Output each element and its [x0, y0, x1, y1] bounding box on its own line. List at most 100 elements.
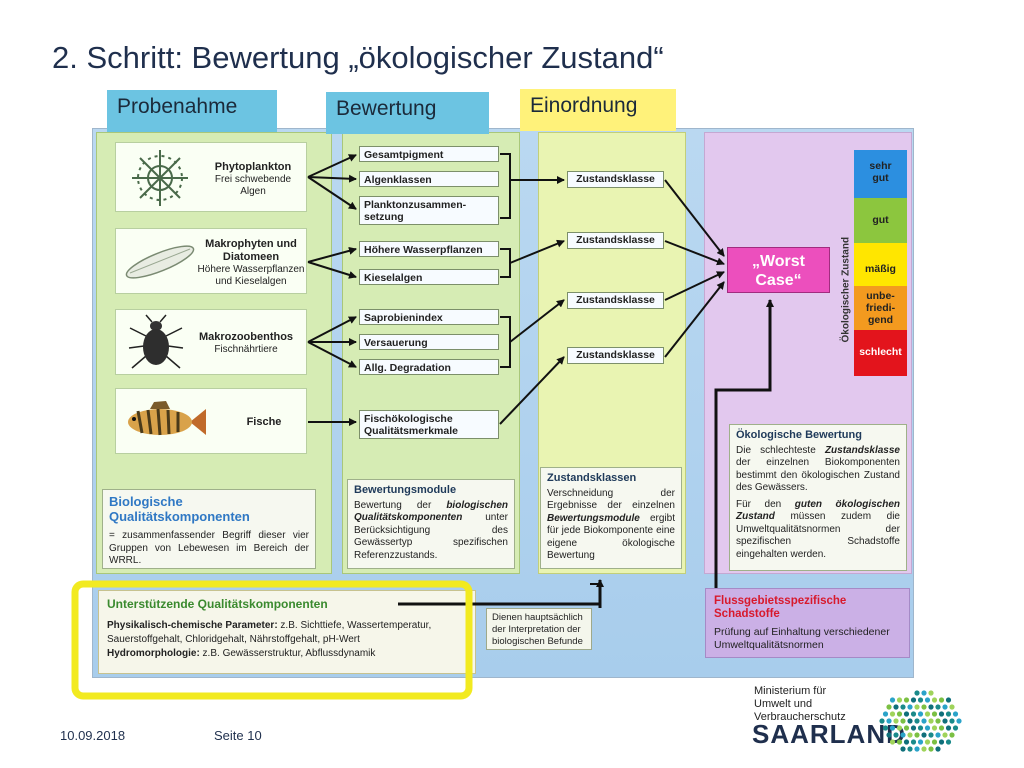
interpretation-text: biologischen Befunde — [492, 636, 583, 647]
worst-case-label: „Worst — [751, 253, 806, 270]
organism-desc: Frei schwebende — [214, 174, 292, 185]
saarland-logo-icon — [879, 690, 962, 752]
ministry-line: Ministerium für — [754, 685, 827, 697]
class-info-heading: Zustandsklassen — [547, 472, 637, 484]
scale-level-unbefriedigend: unbe- friedi- gend — [854, 286, 907, 330]
organism-desc: Algen — [240, 186, 266, 197]
support-param-label: Hydromorphologie: — [107, 648, 200, 659]
footer-page: Seite 10 — [214, 728, 262, 743]
scale-level-text: friedi- — [865, 302, 896, 314]
class-info-text: ergibt für jede Biokomponente eine eigen… — [547, 512, 675, 562]
worst-case-label: Case“ — [755, 272, 802, 289]
module-allg-degradation: Allg. Degradation — [359, 359, 499, 375]
bio-components-text: = zusammenfassender Begriff dieser vier … — [109, 530, 309, 566]
module-info-emphasis: biologischen Qualitätskomponenten — [354, 499, 508, 524]
organism-label: Makrozoobenthos Fischnährtiere — [188, 331, 304, 356]
scale-level-gut: gut — [854, 198, 907, 243]
footer-date: 10.09.2018 — [60, 728, 126, 743]
module-algenklassen: Algenklassen — [359, 171, 499, 187]
class-info-box: Zustandsklassen Verschneidung der Ergebn… — [540, 467, 682, 569]
eco-assessment-emphasis: guten ökologischen Zustand — [736, 498, 900, 523]
eco-assessment-text: Die schlechteste — [736, 444, 825, 456]
bracket — [500, 248, 511, 278]
interpretation-box: Dienen hauptsächlich der Interpretation … — [486, 608, 592, 650]
eco-assessment-box: Ökologische Bewertung Die schlechteste Z… — [729, 424, 907, 571]
organism-label: Phytoplankton Frei schwebende Algen — [200, 161, 306, 198]
fish-icon — [128, 401, 206, 436]
river-pollutants-heading: Flussgebietsspezifische Schadstoffe — [714, 595, 901, 621]
organism-name: Diatomeen — [222, 251, 280, 263]
eco-assessment-text: Für den — [736, 498, 795, 510]
scale-level-text: gend — [867, 314, 894, 326]
highlight-frame — [71, 580, 473, 700]
bio-components-box: Biologische Qualitätskomponenten = zusam… — [102, 489, 316, 569]
organism-name: Makrozoobenthos — [198, 331, 294, 343]
organism-fische: Fische — [115, 388, 307, 454]
scale-level-text: sehr — [869, 160, 892, 172]
river-pollutants-heading-line: Schadstoffe — [714, 608, 780, 620]
arrow — [307, 316, 357, 343]
bio-components-heading-line: Qualitätskomponenten — [109, 509, 250, 524]
ministry-name: Ministerium für Umwelt und Verbrauchersc… — [754, 685, 846, 724]
module-label: Planktonzusammen- — [364, 199, 467, 211]
organism-name: Phytoplankton — [214, 161, 292, 173]
header-einordnung: Einordnung — [520, 89, 676, 131]
support-param-text: z.B. Gewässerstruktur, Abflussdynamik — [199, 648, 376, 659]
module-info-box: Bewertungsmodule Bewertung der biologisc… — [347, 479, 515, 569]
module-info-text: Bewertung der — [354, 499, 447, 511]
river-pollutants-box: Flussgebietsspezifische Schadstoffe Prüf… — [705, 588, 910, 658]
module-gesamtpigment: Gesamtpigment — [359, 146, 499, 162]
module-saprobienindex: Saprobienindex — [359, 309, 499, 325]
scale-level-text: gut — [872, 172, 889, 184]
scale-level-sehr-gut: sehr gut — [854, 150, 907, 198]
organism-name: Fische — [246, 416, 282, 428]
scale-level-text: unbe- — [866, 290, 895, 302]
scale-level-maessig: mäßig — [854, 243, 907, 286]
support-param-label: Physikalisch-chemische Parameter: — [107, 620, 278, 631]
zustandsklasse-box: Zustandsklasse — [567, 292, 664, 309]
arrow — [307, 176, 357, 210]
arrow — [307, 261, 357, 279]
arrow — [307, 154, 357, 178]
eco-assessment-text: der einzelnen Biokomponenten bestimmt de… — [736, 457, 900, 493]
header-probenahme: Probenahme — [107, 90, 277, 132]
scale-level-schlecht: schlecht — [854, 330, 907, 376]
arrow — [307, 341, 357, 368]
beetle-icon — [128, 314, 184, 369]
phytoplankton-icon — [132, 150, 188, 206]
saarland-wordmark: SAARLAND — [752, 719, 906, 749]
module-info-text: unter Berücksichtigung des Gewässertyp s… — [354, 512, 508, 561]
eco-assessment-text: müssen zudem die Umweltqualitätsnormen d… — [736, 511, 900, 560]
module-fischoekologie: Fischökologische Qualitätsmerkmale — [359, 410, 499, 439]
organism-desc: und Kieselalgen — [215, 276, 287, 287]
module-planktonzusammensetzung: Planktonzusammen- setzung — [359, 196, 499, 225]
eco-assessment-emphasis: Zustandsklasse — [824, 444, 900, 456]
support-param-text: z.B. Sichttiefe, Wassertemperatur, — [277, 620, 432, 631]
class-info-text: Verschneidung der Ergebnisse der einzeln… — [547, 487, 675, 512]
organism-makrophyten: Makrophyten und Diatomeen Höhere Wasserp… — [115, 228, 307, 294]
organism-desc: Höhere Wasserpflanzen — [197, 264, 305, 275]
eco-assessment-heading: Ökologische Bewertung — [736, 429, 862, 441]
bracket — [500, 153, 511, 219]
module-label: setzung — [364, 211, 404, 223]
zustandsklasse-box: Zustandsklasse — [567, 171, 664, 188]
zustandsklasse-box: Zustandsklasse — [567, 347, 664, 364]
interpretation-text: Dienen hauptsächlich — [492, 612, 583, 623]
class-info-emphasis: Bewertungsmodule — [547, 512, 640, 524]
supporting-components-heading: Unterstützende Qualitätskomponenten — [107, 597, 328, 611]
module-info-heading: Bewertungsmodule — [354, 484, 457, 496]
module-hoehere-wasserpflanzen: Höhere Wasserpflanzen — [359, 241, 499, 257]
diatom-icon — [125, 245, 195, 279]
arrow — [307, 246, 357, 263]
page-title: 2. Schritt: Bewertung „ökologischer Zust… — [52, 40, 664, 75]
organism-makrozoobenthos: Makrozoobenthos Fischnährtiere — [115, 309, 307, 375]
river-pollutants-heading-line: Flussgebietsspezifische — [714, 595, 847, 607]
bio-components-heading-line: Biologische — [109, 494, 183, 509]
worst-case-box: „Worst Case“ — [727, 247, 830, 293]
organism-name: Makrophyten und — [205, 238, 297, 250]
module-versauerung: Versauerung — [359, 334, 499, 350]
river-pollutants-text: Prüfung auf Einhaltung verschiedener Umw… — [714, 626, 890, 651]
arrow — [307, 174, 357, 183]
ministry-line: Umwelt und — [754, 698, 813, 710]
